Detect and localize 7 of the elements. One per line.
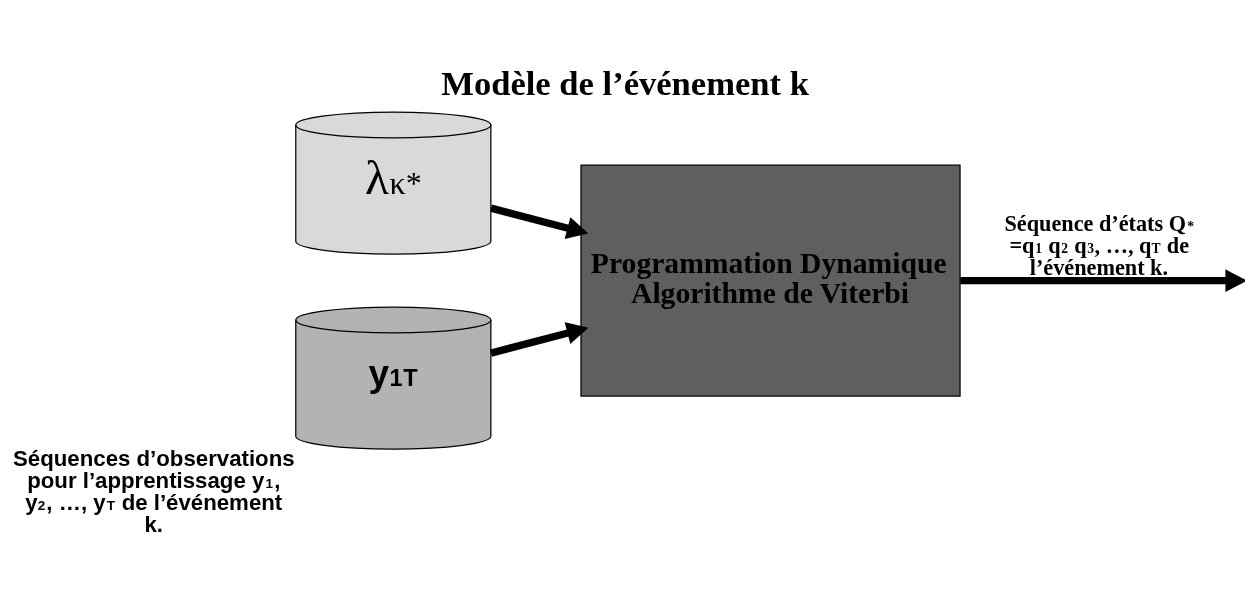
node-box: Programmation Dynamique Algorithme de Viterbi bbox=[580, 164, 961, 397]
diagram-title: Modèle de l’événement k bbox=[441, 64, 809, 103]
arrow bbox=[490, 322, 589, 357]
edge-label: Séquence d’états Q* =q1 q2 q3, …, qT de l’événement k. bbox=[1004, 210, 1195, 280]
arrow bbox=[960, 269, 1245, 292]
arrow bbox=[490, 204, 589, 240]
node-label: Séquences d’observations pour l’apprentissage y1, y2, …, yT de l’événement k. bbox=[13, 445, 295, 538]
